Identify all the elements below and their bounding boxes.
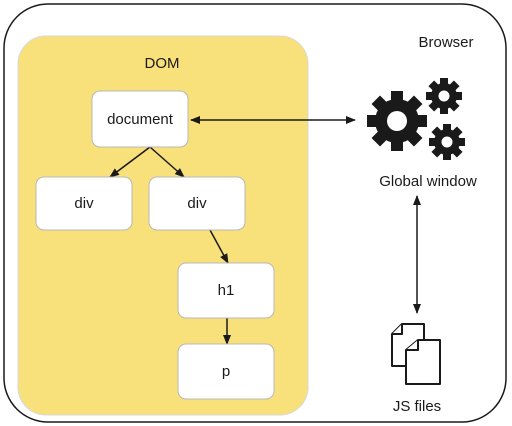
edge-document-div-right — [149, 146, 185, 178]
node-div-left — [35, 176, 133, 231]
node-div-right-label: div — [187, 195, 207, 212]
node-div-left-label: div — [74, 195, 94, 212]
node-h1-label: h1 — [218, 282, 235, 299]
dom-label: DOM — [145, 55, 180, 72]
node-document — [91, 90, 189, 148]
browser-label: Browser — [418, 34, 473, 51]
node-p-label: p — [222, 363, 230, 380]
node-p — [177, 343, 275, 400]
js-files-label: JS files — [393, 398, 441, 415]
edge-div-h1 — [209, 229, 229, 264]
node-div-right — [148, 176, 246, 231]
node-h1 — [177, 262, 275, 319]
global-window-label: Global window — [379, 173, 477, 190]
edge-document-div-left — [109, 146, 151, 178]
documents-icon — [391, 323, 441, 385]
node-document-label: document — [107, 111, 174, 128]
